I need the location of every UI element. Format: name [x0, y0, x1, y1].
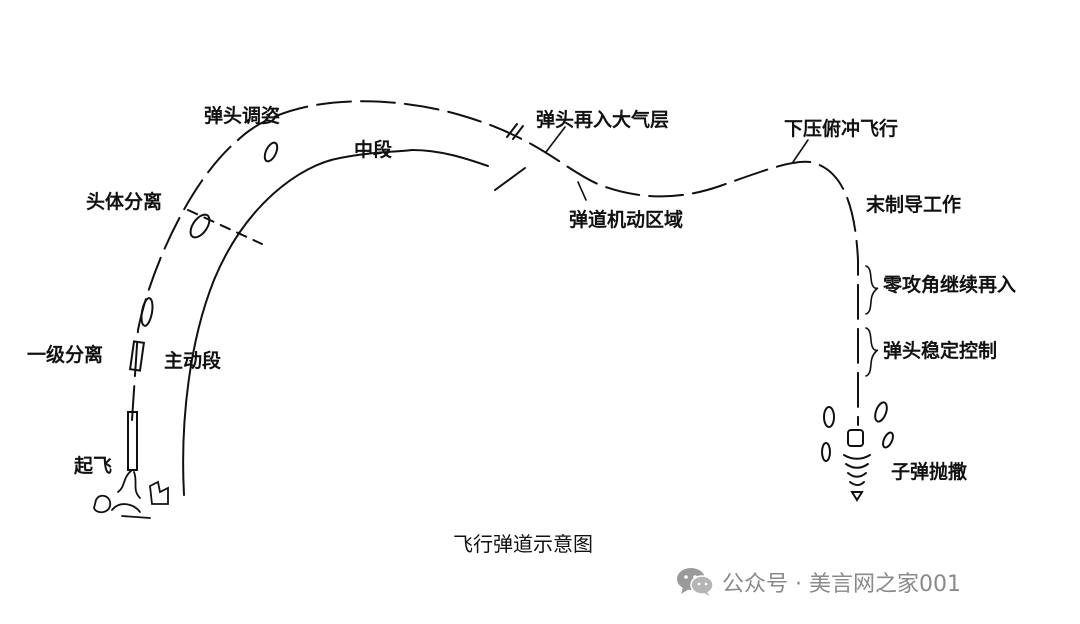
leader-reentry: [545, 126, 566, 153]
label-submunition: 子弹抛撒: [891, 461, 968, 483]
submunition-2-icon: [874, 401, 888, 423]
diagram-caption: 飞行弹道示意图: [453, 532, 593, 556]
warhead-tip-icon: [850, 491, 864, 502]
watermark-text: 公众号 · 美言网之家001: [722, 572, 961, 597]
label-reentry: 弹头再入大气层: [536, 109, 670, 131]
label-zero-aoa-reentry: 零攻角继续再入: [883, 274, 1017, 296]
brace-zero-aoa: [865, 265, 879, 315]
submunition-1-icon: [823, 406, 835, 428]
separation-tick: [187, 209, 263, 245]
label-terminal-guidance: 末制导工作: [866, 194, 962, 216]
spin-arcs-icon: [843, 454, 871, 486]
watermark: 公众号 · 美言网之家001: [676, 566, 961, 598]
label-boost-phase: 主动段: [164, 350, 222, 372]
label-dive-flight: 下压俯冲飞行: [784, 118, 899, 140]
label-stage1-separation: 一级分离: [27, 344, 104, 366]
label-launch: 起飞: [74, 455, 113, 477]
midcourse-tick: [494, 167, 526, 191]
leader-dive: [792, 139, 809, 163]
label-warhead-attitude: 弹头调姿: [204, 105, 281, 127]
reentry-tick-1: [506, 123, 518, 138]
submunition-4-icon: [882, 431, 894, 449]
label-warhead-stable: 弹头稳定控制: [883, 340, 998, 362]
wechat-icon: [677, 568, 714, 596]
midcourse-curve: [411, 149, 489, 167]
inner-trajectory-arc: [182, 149, 413, 496]
leader-maneuver: [577, 181, 587, 201]
launch-plume-icon: [93, 469, 169, 519]
separated-warhead-icon: [189, 213, 211, 239]
label-head-body-separation: 头体分离: [86, 191, 163, 213]
ascending-warhead-icon: [140, 297, 154, 327]
submunition-3-icon: [821, 442, 831, 462]
flight-path: [131, 100, 859, 426]
first-stage-body-icon: [128, 340, 146, 372]
brace-stable-control: [865, 327, 879, 377]
label-midcourse: 中段: [354, 139, 393, 161]
label-ballistic-maneuver: 弹道机动区域: [569, 209, 684, 231]
reentry-tick-2: [512, 125, 524, 140]
bus-body-icon: [847, 429, 864, 447]
warhead-attitude-icon: [263, 141, 279, 163]
